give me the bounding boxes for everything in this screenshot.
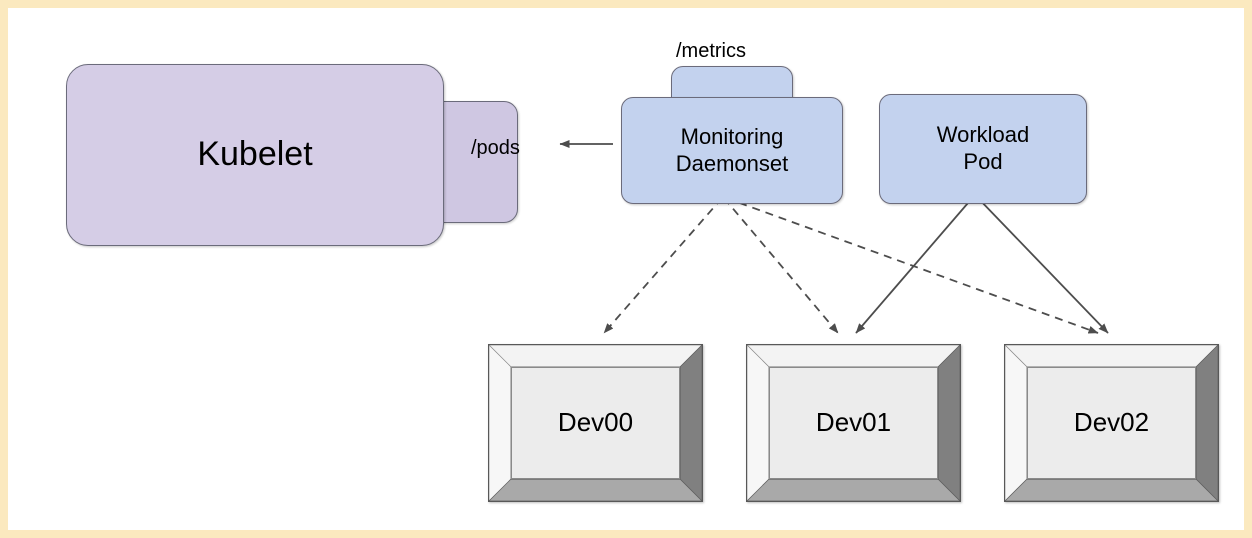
kubelet-node[interactable]: Kubelet [58,56,518,256]
device-bevel-dev00 [489,345,702,501]
device-node-dev02[interactable]: Dev02 [1004,344,1219,502]
device-face-dev02: Dev02 [1027,367,1196,479]
kubelet-label: Kubelet [197,135,313,174]
edge-monitoring-to-dev00 [603,197,723,334]
edge-workload-to-dev02 [975,195,1109,334]
device-bevel-dev01 [747,345,960,501]
pods-endpoint-label: /pods [471,137,520,159]
device-label-dev01: Dev01 [815,407,892,438]
device-bevel-dev02 [1005,345,1218,501]
device-face-dev01: Dev01 [769,367,938,479]
monitoring-daemonset-body: Monitoring Daemonset [621,97,843,204]
device-node-dev00[interactable]: Dev00 [488,344,703,502]
monitoring-daemonset-label: Monitoring Daemonset [675,123,789,176]
kubelet-body: Kubelet [66,64,444,246]
device-label-dev00: Dev00 [557,407,634,438]
workload-pod-body: Workload Pod [879,94,1087,204]
metrics-endpoint-label: /metrics [676,40,746,62]
monitoring-daemonset-node[interactable]: Monitoring Daemonset [613,66,843,206]
device-node-dev01[interactable]: Dev01 [746,344,961,502]
edge-monitoring-to-dev02 [725,197,1099,334]
workload-pod-label: Workload Pod [936,122,1030,174]
kubelet-side-tab [436,101,518,223]
edge-workload-to-dev01 [855,195,975,334]
edge-monitoring-to-dev01 [723,197,839,334]
device-label-dev02: Dev02 [1073,407,1150,438]
workload-pod-node[interactable]: Workload Pod [879,94,1087,204]
diagram-canvas: Kubelet /pods Monitoring Daemonset /metr… [8,8,1244,530]
device-face-dev00: Dev00 [511,367,680,479]
